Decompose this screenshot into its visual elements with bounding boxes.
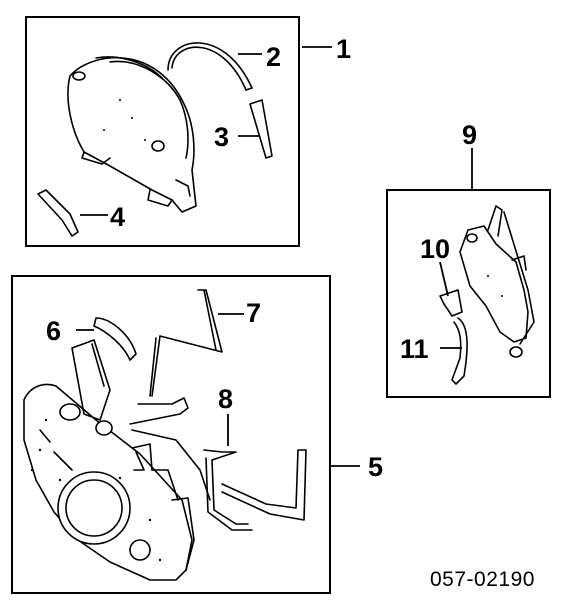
group-box-lower-cover (11, 275, 331, 594)
seal-10 (439, 289, 463, 317)
callout-8: 8 (218, 384, 233, 414)
diagram-number: 057-02190 (430, 568, 535, 591)
group-side-cover: 9 10 11 (386, 120, 551, 398)
callout-10: 10 (420, 234, 450, 264)
group-box-side-cover (386, 189, 551, 398)
cover-seal-2 (167, 42, 253, 91)
seal-8 (129, 397, 307, 531)
callout-3: 3 (214, 122, 229, 152)
callout-9: 9 (462, 120, 477, 150)
group-lower-cover: 6 7 8 5 (11, 275, 383, 594)
callout-6: 6 (46, 316, 61, 346)
cover-seal-3 (249, 99, 273, 159)
upper-timing-cover (67, 56, 197, 213)
gasket-4 (37, 189, 79, 237)
group-upper-cover: 2 1 3 4 (25, 16, 351, 247)
callout-5: 5 (368, 452, 383, 482)
lower-timing-cover (23, 339, 195, 581)
side-cover-bracket (459, 205, 535, 358)
seal-11 (451, 317, 468, 385)
seal-6 (93, 317, 137, 361)
callout-1: 1 (336, 34, 351, 64)
callout-4: 4 (110, 202, 125, 232)
seal-7 (149, 289, 223, 397)
callout-2: 2 (266, 42, 281, 72)
group-box-upper-cover (25, 16, 300, 247)
callout-7: 7 (246, 298, 261, 328)
callout-11: 11 (400, 334, 429, 364)
